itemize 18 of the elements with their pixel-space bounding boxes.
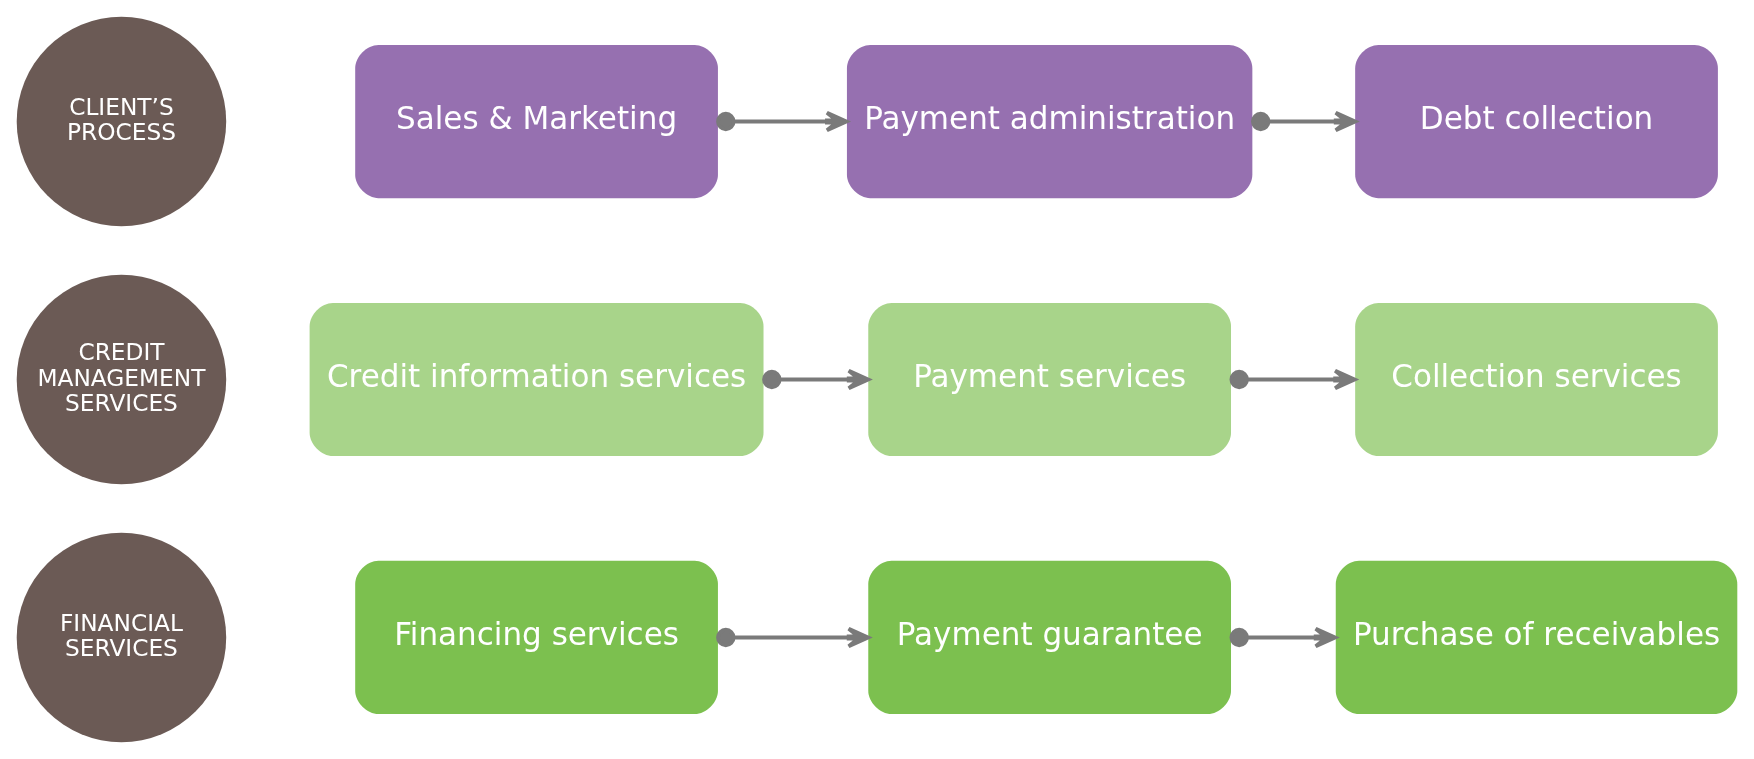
node-box: Financing services	[355, 560, 718, 715]
arrow	[1251, 110, 1358, 133]
node-box: Payment services	[868, 302, 1231, 457]
node-circle: CREDIT MANAGEMENT SERVICES	[16, 274, 227, 485]
node-box: Sales & Marketing	[355, 44, 718, 199]
arrow	[1229, 368, 1357, 391]
node-box: Collection services	[1355, 302, 1718, 457]
node-box: Payment administration	[846, 44, 1253, 199]
arrow	[716, 626, 871, 649]
node-circle: FINANCIAL SERVICES	[16, 532, 227, 743]
arrow	[1229, 626, 1338, 649]
node-box: Purchase of receivables	[1335, 560, 1738, 715]
node-box: Debt collection	[1355, 44, 1718, 199]
node-circle: CLIENT’S PROCESS	[16, 16, 227, 227]
node-box: Payment guarantee	[868, 560, 1231, 715]
arrow	[762, 368, 871, 391]
arrow	[716, 110, 849, 133]
node-box: Credit information services	[309, 302, 764, 457]
